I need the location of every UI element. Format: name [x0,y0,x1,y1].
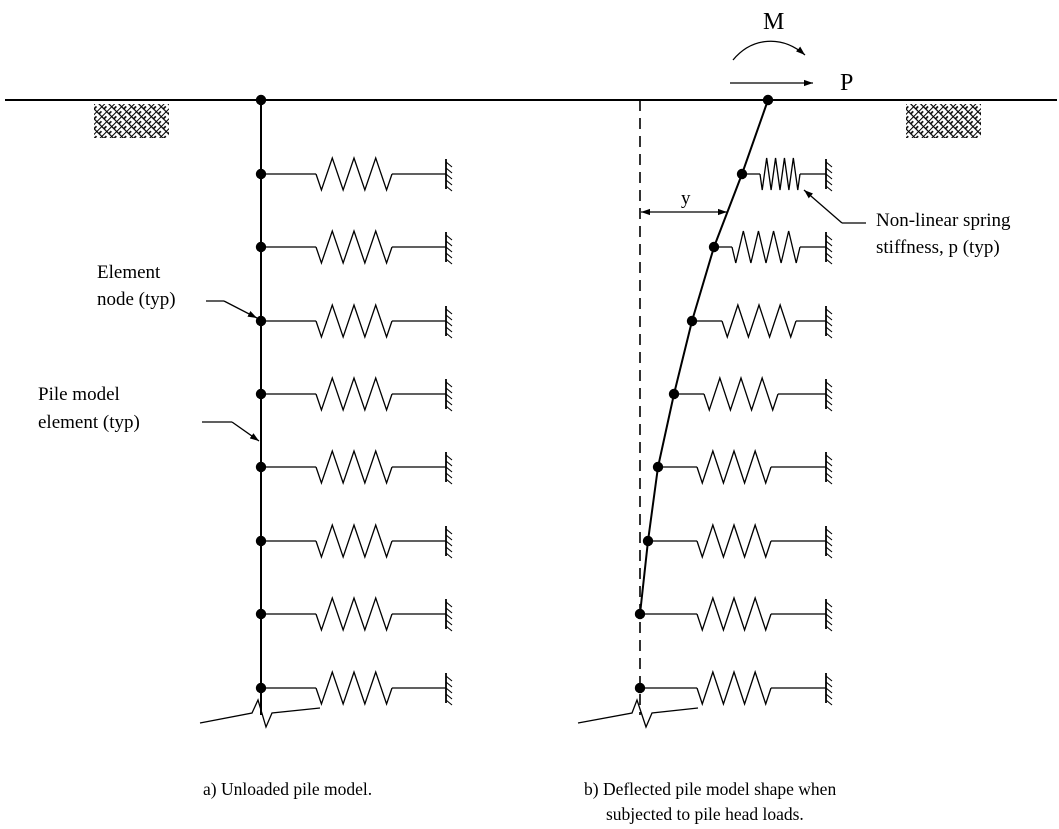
spring-a-2 [261,228,453,266]
moment-label: M [763,9,784,35]
deflected-pile-shaft [639,99,769,615]
fixed-support-a-3 [445,306,453,339]
fixed-support-a-6 [445,526,453,559]
element-node-b-5 [652,461,664,473]
soil-hatch-left [94,104,169,138]
spring-b-4 [674,375,833,413]
element-node-a-7 [255,608,267,620]
element-node-a-1 [255,168,267,180]
spring-a-4 [261,375,453,413]
element-node-a-2 [255,241,267,253]
spring-b-3 [692,302,833,340]
deflected-pile-model [577,94,833,729]
nodes-deflected [634,94,774,694]
fixed-support-a-5 [445,452,453,485]
fixed-support-b-6 [825,526,833,559]
spring-stiffness-label: Non-linear spring stiffness, p (typ) [876,210,1015,258]
springs-deflected [640,157,833,707]
fixed-support-a-7 [445,599,453,632]
spring-a-3 [261,302,453,340]
spring-b-7 [640,595,833,633]
caption-a: a) Unloaded pile model. [203,779,372,799]
element-node-a-6 [255,535,267,547]
element-node-b-7 [634,608,646,620]
pile-head-node-unloaded [255,94,267,106]
pile-break-symbol-b [577,698,699,729]
element-node-a-4 [255,388,267,400]
unloaded-pile-model [199,94,453,729]
spring-b-1 [742,157,833,192]
spring-stiffness-arrow [803,189,843,224]
spring-b-2 [714,230,833,265]
pile-head-node-deflected [762,94,774,106]
fixed-support-a-4 [445,379,453,412]
fixed-support-b-7 [825,599,833,632]
element-node-b-8 [634,682,646,694]
fixed-support-b-8 [825,673,833,706]
element-node-b-3 [686,315,698,327]
element-node-label: Element node (typ) [97,262,176,310]
element-node-b-1 [736,168,748,180]
spring-b-8 [640,669,833,707]
element-node-b-4 [668,388,680,400]
element-node-a-3 [255,315,267,327]
fixed-support-a-2 [445,232,453,265]
spring-a-6 [261,522,453,560]
nodes-unloaded [255,94,267,694]
springs-unloaded [261,155,453,707]
moment-arrow [732,40,806,61]
fixed-support-b-3 [825,306,833,339]
fixed-support-b-4 [825,379,833,412]
element-node-b-6 [642,535,654,547]
fixed-support-a-1 [445,159,453,192]
deflection-label: y [681,188,691,209]
caption-b-line1: b) Deflected pile model shape when [584,779,836,799]
element-node-b-2 [708,241,720,253]
fixed-support-b-5 [825,452,833,485]
fixed-support-a-8 [445,673,453,706]
spring-a-1 [261,155,453,193]
pile-model-element-arrow [231,421,260,442]
element-node-arrow [223,300,258,319]
caption-b-line2: subjected to pile head loads. [606,804,804,824]
soil-hatch-right [906,104,981,138]
spring-b-6 [648,522,833,560]
fixed-support-b-2 [825,232,833,265]
spring-a-8 [261,669,453,707]
spring-b-5 [658,448,833,486]
element-node-a-5 [255,461,267,473]
pile-break-symbol-a [199,698,321,729]
spring-a-5 [261,448,453,486]
spring-a-7 [261,595,453,633]
pile-model-element-label: Pile model element (typ) [38,384,140,433]
load-label: P [840,70,853,96]
element-node-a-8 [255,682,267,694]
fixed-support-b-1 [825,159,833,192]
